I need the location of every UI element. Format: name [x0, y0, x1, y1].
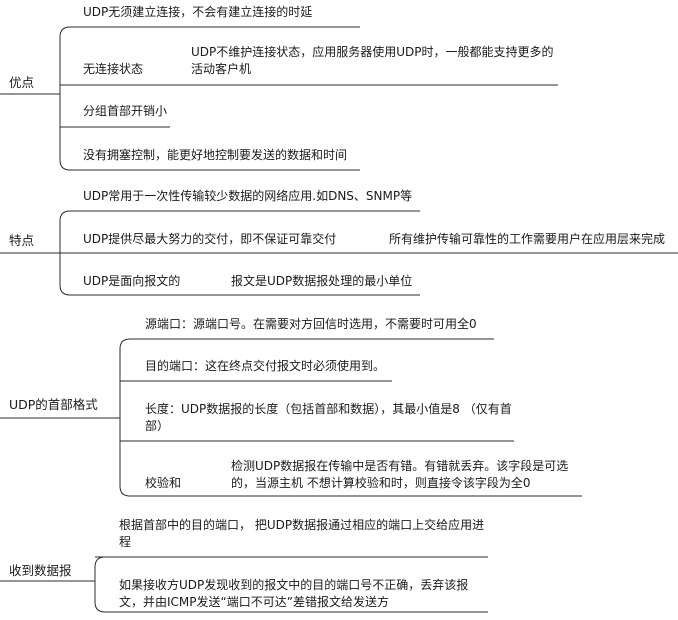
node-header-format: UDP的首部格式 — [9, 397, 98, 412]
node-header-checksum-detail: 检测UDP数据报在传输中是否有错。有错就丢弃。该字段是可选的，当源主机 不想计算… — [231, 459, 569, 490]
node-header-source-port: 源端口：源端口号。在需要对方回信时选用，不需要时可用全0 — [145, 317, 477, 331]
adv-bracket — [59, 26, 71, 171]
node-features-small-data-apps: UDP常用于一次性传输较少数据的网络应用.如DNS、SNMP等 — [83, 189, 413, 203]
node-features-best-effort-detail: 所有维护传输可靠性的工作需要用户在应用层来完成 — [389, 232, 666, 246]
node-receive-port-unreachable: 如果接收方UDP发现收到的报文中的目的端口号不正确，丢弃该报文，并由ICMP发送… — [119, 578, 469, 609]
node-receive-deliver-to-process: 根据首部中的目的端口， 把UDP数据报通过相应的端口上交给应用进程 — [119, 518, 485, 549]
node-features-message-oriented: UDP是面向报文的 — [83, 274, 181, 288]
node-features-best-effort: UDP提供尽最大努力的交付，即不保证可靠交付 — [83, 232, 337, 246]
node-advantages-small-header: 分组首部开销小 — [83, 104, 168, 118]
node-advantages-stateless: 无连接状态 — [83, 62, 144, 76]
node-header-length: 长度：UDP数据报的长度（包括首部和数据），其最小值是8 （仅有首部） — [145, 402, 512, 433]
node-header-destination-port: 目的端口：这在终点交付报文时必须使用到。 — [145, 359, 386, 373]
rcv-bracket — [94, 556, 106, 613]
node-advantages-stateless-detail: UDP不维护连接状态，应用服务器使用UDP时，一般都能支持更多的活动客户机 — [191, 45, 554, 76]
node-advantages: 优点 — [9, 75, 35, 90]
node-features: 特点 — [9, 233, 35, 248]
hdr-bracket — [119, 338, 131, 497]
node-header-checksum: 校验和 — [145, 476, 182, 490]
node-advantages-no-connection-setup: UDP无须建立连接，不会有建立连接的时延 — [83, 5, 313, 19]
node-receive-datagram: 收到数据报 — [9, 563, 72, 578]
node-advantages-no-congestion-control: 没有拥塞控制，能更好地控制要发送的数据和时间 — [83, 148, 348, 162]
node-features-message-oriented-detail: 报文是UDP数据报处理的最小单位 — [231, 274, 413, 288]
